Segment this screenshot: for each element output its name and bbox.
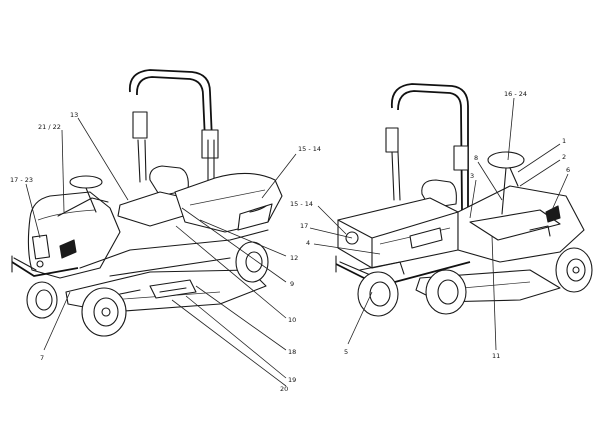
left-engine-hood [174,172,283,233]
callout-21-22: 21 / 22 [38,123,61,131]
callout-17-23: 17 - 23 [10,176,33,184]
callout-5: 5 [344,348,348,356]
callout-12: 12 [290,254,298,262]
left-rollbar [128,69,219,191]
right-front-body [457,185,585,263]
callout-13-left: 13 [70,111,78,119]
right-engine-box [337,197,459,269]
callout-16-24: 16 - 24 [504,90,527,98]
left-leader-lines [25,117,297,387]
left-mower-view: 13 21 / 22 17 - 23 15 - 14 12 9 10 18 19… [10,69,321,393]
callout-20: 20 [280,385,288,393]
left-rear-wheel [235,241,269,283]
left-front-hood [27,191,121,279]
right-leader-lines [309,97,569,351]
left-front-wheel-left [26,281,58,319]
callout-15-14-right: 15 - 14 [290,200,313,208]
right-mower-view: 16 - 24 1 2 6 8 3 15 - 14 17 4 5 11 [290,83,593,360]
callout-17: 17 [300,222,308,230]
callout-2: 2 [562,153,566,161]
right-rear-wheel [357,271,399,317]
right-rear-wheel-2 [425,269,467,315]
right-rollbar [385,83,469,211]
callout-3: 3 [470,172,474,180]
callout-7: 7 [40,354,44,362]
left-seat [117,165,196,227]
left-chassis [79,229,269,277]
callout-1: 1 [562,137,566,145]
right-steering [487,151,525,215]
left-front-wheel-right [81,287,127,337]
callout-19: 19 [288,376,296,384]
callout-8: 8 [474,154,478,162]
callout-18: 18 [288,348,296,356]
callout-9: 9 [290,280,294,288]
callout-10: 10 [288,316,296,324]
left-steering [69,175,103,213]
callout-4: 4 [306,239,310,247]
callout-15-14-left: 15 - 14 [298,145,321,153]
callout-11: 11 [492,352,500,360]
right-front-wheel [555,247,593,293]
left-bumper [11,255,79,277]
callout-6: 6 [566,166,570,174]
